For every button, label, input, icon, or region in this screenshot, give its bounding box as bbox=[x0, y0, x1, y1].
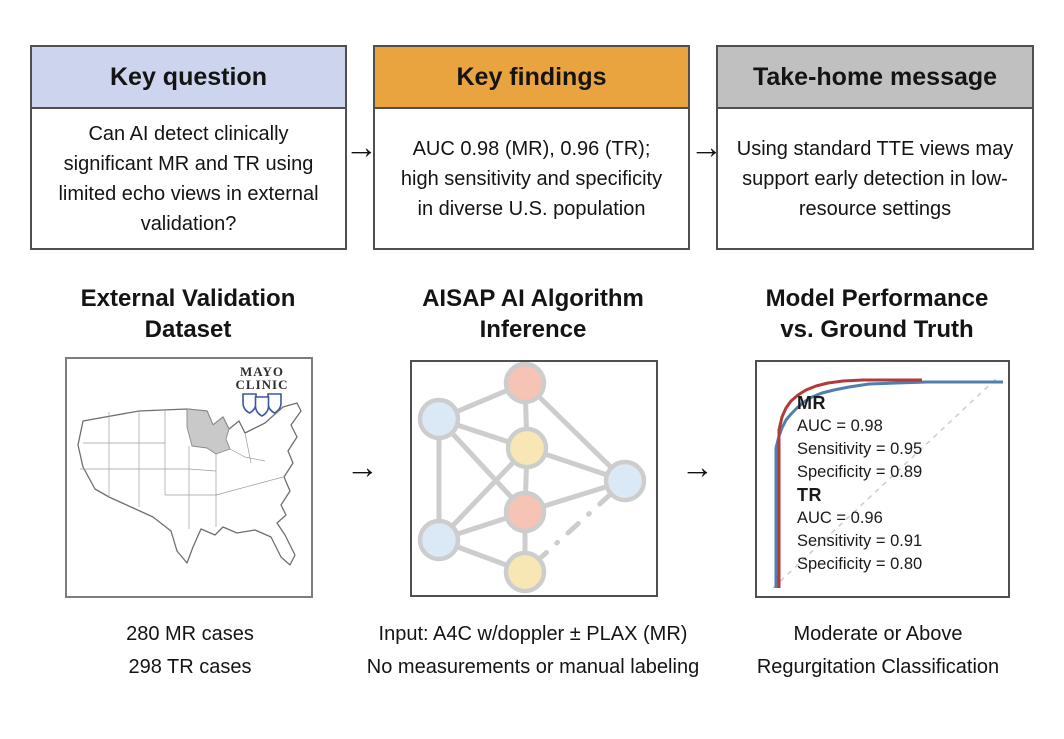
nn-node-blue-right bbox=[603, 459, 647, 503]
key-question-box: Key question Can AI detect clinically si… bbox=[30, 45, 347, 250]
nn-node-yellow-middle bbox=[505, 426, 549, 470]
neural-network-panel bbox=[410, 360, 658, 597]
us-map-panel: MAYO CLINIC bbox=[65, 357, 313, 598]
mayo-clinic-logo: MAYO CLINIC bbox=[218, 365, 306, 424]
key-findings-body: AUC 0.98 (MR), 0.96 (TR); high sensitivi… bbox=[400, 137, 663, 220]
nn-nodes bbox=[417, 362, 647, 594]
roc-mr-sensitivity: Sensitivity = 0.95 bbox=[797, 440, 923, 458]
roc-tr-label: TR bbox=[797, 485, 822, 505]
roc-tr-auc: AUC = 0.96 bbox=[797, 509, 883, 527]
roc-diagonal-reference bbox=[772, 375, 1000, 589]
roc-panel: MR AUC = 0.98 Sensitivity = 0.95 Specifi… bbox=[755, 360, 1010, 598]
highlighted-states-minnesota-wisconsin bbox=[186, 408, 231, 455]
performance-heading: Model Performance vs. Ground Truth bbox=[765, 285, 989, 343]
key-question-body: Can AI detect clinically significant MR … bbox=[58, 122, 319, 235]
nn-node-red-top bbox=[503, 362, 547, 405]
nn-node-blue-bottom-left bbox=[417, 518, 461, 562]
us-map-image bbox=[77, 402, 302, 566]
algorithm-heading: AISAP AI Algorithm Inference bbox=[422, 285, 644, 343]
key-question-title: Key question bbox=[32, 47, 345, 109]
key-findings-title: Key findings bbox=[375, 47, 688, 109]
dataset-caption: 280 MR cases 298 TR cases bbox=[126, 623, 254, 678]
arrow-right-icon: → bbox=[345, 128, 378, 165]
roc-tr-sensitivity: Sensitivity = 0.91 bbox=[797, 532, 923, 550]
nn-node-yellow-bottom bbox=[503, 550, 547, 594]
nn-edges bbox=[436, 380, 628, 575]
roc-mr-auc: AUC = 0.98 bbox=[797, 417, 883, 435]
nn-node-red-middle bbox=[503, 490, 547, 534]
mayo-clinic-wordmark: MAYO CLINIC bbox=[235, 364, 289, 392]
roc-curve-mr bbox=[777, 378, 922, 588]
state-borders bbox=[80, 410, 284, 529]
mayo-triple-shield-icon bbox=[242, 393, 282, 417]
roc-stats: MR AUC = 0.98 Sensitivity = 0.95 Specifi… bbox=[797, 392, 922, 576]
dataset-heading: External Validation Dataset bbox=[80, 285, 296, 343]
us-outline bbox=[77, 402, 302, 566]
neural-network-icon bbox=[417, 362, 647, 594]
roc-mr-specificity: Specificity = 0.89 bbox=[797, 463, 923, 481]
algorithm-caption: Input: A4C w/doppler ± PLAX (MR) No meas… bbox=[366, 623, 700, 678]
roc-plot bbox=[772, 375, 1003, 589]
roc-mr-label: MR bbox=[797, 393, 826, 413]
nn-node-blue-top-left bbox=[417, 397, 461, 441]
arrow-right-icon: → bbox=[681, 448, 714, 485]
take-home-box: Take-home message Using standard TTE vie… bbox=[716, 45, 1034, 250]
take-home-body: Using standard TTE views may support ear… bbox=[736, 137, 1014, 220]
key-findings-box: Key findings AUC 0.98 (MR), 0.96 (TR); h… bbox=[373, 45, 690, 250]
performance-caption: Moderate or Above Regurgitation Classifi… bbox=[756, 623, 1000, 678]
arrow-right-icon: → bbox=[346, 448, 379, 485]
roc-tr-specificity: Specificity = 0.80 bbox=[797, 555, 923, 573]
take-home-title: Take-home message bbox=[718, 47, 1032, 109]
